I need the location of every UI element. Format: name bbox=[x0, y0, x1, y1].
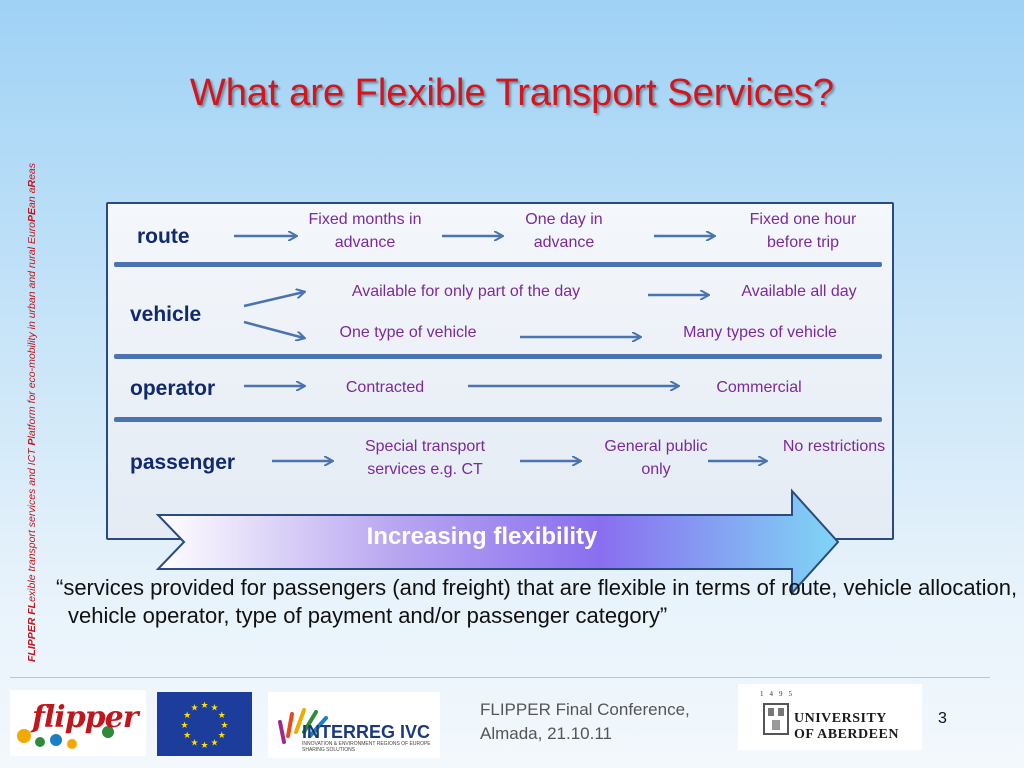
svg-text:★: ★ bbox=[220, 721, 228, 731]
operator-item-contracted: Contracted bbox=[345, 379, 425, 396]
vehicle-item-many-types: Many types of vehicle bbox=[683, 324, 837, 341]
sidebar-tagline: FLIPPER FLexible transport services and … bbox=[26, 162, 38, 662]
conference-line-2: Almada, 21.10.11 bbox=[480, 724, 612, 743]
increasing-flexibility-arrow bbox=[156, 488, 840, 596]
interreg-swirl-icon bbox=[278, 708, 328, 744]
aberdeen-crest-icon bbox=[763, 703, 789, 735]
row-label-route: route bbox=[137, 225, 190, 248]
definition-quote: “services provided for passengers (and f… bbox=[56, 575, 1018, 628]
svg-text:★: ★ bbox=[190, 738, 198, 748]
aberdeen-name-line-2: OF ABERDEEN bbox=[794, 727, 899, 742]
interreg-logo-text: INTERREG IVC bbox=[302, 722, 431, 742]
route-item-3: Fixed one hour before trip bbox=[749, 211, 857, 251]
svg-text:★: ★ bbox=[183, 711, 191, 721]
svg-text:★: ★ bbox=[180, 721, 188, 731]
interreg-logo-subtext: INNOVATION & ENVIRONMENT REGIONS OF EURO… bbox=[302, 741, 431, 753]
svg-text:★: ★ bbox=[200, 741, 208, 751]
conference-info: FLIPPER Final Conference, Almada, 21.10.… bbox=[480, 698, 740, 746]
svg-text:★: ★ bbox=[200, 701, 208, 711]
svg-text:★: ★ bbox=[218, 731, 226, 741]
page-number: 3 bbox=[938, 710, 947, 727]
aberdeen-name-line-1: UNIVERSITY bbox=[794, 711, 887, 726]
route-item-2: One day in advance bbox=[525, 211, 603, 251]
svg-text:★: ★ bbox=[210, 704, 218, 714]
flipper-logo-mark bbox=[17, 726, 114, 749]
passenger-item-general: General public only bbox=[604, 438, 708, 478]
operator-item-commercial: Commercial bbox=[716, 379, 802, 396]
eu-flag-logo: ★ ★ ★ ★ ★ ★ ★ ★ ★ ★ ★ ★ bbox=[157, 692, 252, 756]
vehicle-item-part-day: Available for only part of the day bbox=[351, 283, 581, 300]
row-separator bbox=[114, 417, 882, 422]
footer-divider bbox=[10, 677, 990, 678]
flipper-logo-text: flipper bbox=[32, 700, 139, 735]
vehicle-item-one-type: One type of vehicle bbox=[339, 324, 477, 341]
conference-line-1: FLIPPER Final Conference, bbox=[480, 700, 690, 719]
row-label-vehicle: vehicle bbox=[130, 303, 202, 326]
aberdeen-founding-year: 1495 bbox=[760, 690, 798, 698]
aberdeen-logo-text: UNIVERSITY OF ABERDEEN bbox=[794, 711, 914, 743]
row-separator bbox=[114, 354, 882, 359]
flipper-logo: flipper bbox=[10, 690, 146, 756]
passenger-item-no-restrictions: No restrictions bbox=[782, 438, 886, 455]
eu-stars-icon: ★ ★ ★ ★ ★ ★ ★ ★ ★ ★ ★ ★ bbox=[180, 701, 228, 751]
svg-text:★: ★ bbox=[190, 704, 198, 714]
aberdeen-logo bbox=[738, 684, 922, 750]
passenger-item-special: Special transport services e.g. CT bbox=[364, 438, 486, 478]
svg-text:★: ★ bbox=[210, 738, 218, 748]
row-separator bbox=[114, 262, 882, 267]
flexibility-diagram bbox=[106, 202, 894, 540]
interreg-logo bbox=[268, 692, 440, 758]
row-label-passenger: passenger bbox=[130, 451, 236, 474]
row-label-operator: operator bbox=[130, 377, 216, 400]
slide-title: What are Flexible Transport Services? bbox=[189, 72, 835, 114]
vehicle-item-all-day: Available all day bbox=[741, 283, 857, 300]
svg-text:★: ★ bbox=[218, 711, 226, 721]
svg-text:★: ★ bbox=[183, 731, 191, 741]
increasing-flexibility-label: Increasing flexibility bbox=[366, 523, 598, 550]
route-item-1: Fixed months in advance bbox=[308, 211, 422, 251]
